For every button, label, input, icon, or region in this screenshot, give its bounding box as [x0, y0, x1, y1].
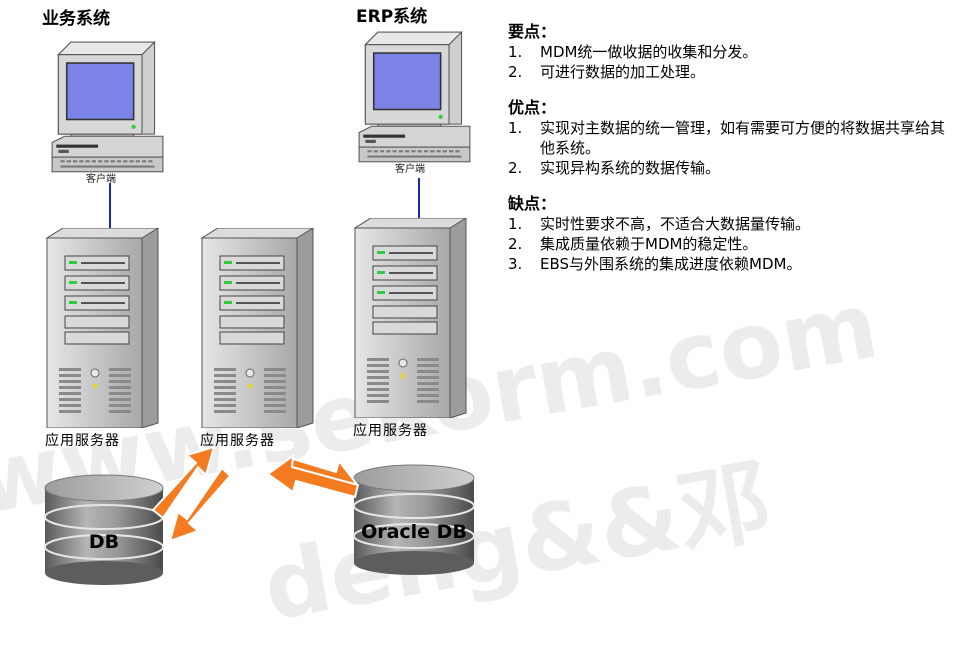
- list-item: 1. MDM统一做收据的收集和分发。: [508, 42, 948, 62]
- erp-client-label: 客户端: [395, 160, 425, 175]
- key-points-section: 要点： 1. MDM统一做收据的收集和分发。 2. 可进行数据的加工处理。: [508, 22, 948, 82]
- list-item: 2. 集成质量依赖于MDM的稳定性。: [508, 234, 948, 254]
- business-db-label: DB: [89, 531, 119, 553]
- disadvantages-section: 缺点： 1. 实时性要求不高，不适合大数据量传输。 2. 集成质量依赖于MDM的…: [508, 194, 948, 274]
- notes-panel: 要点： 1. MDM统一做收据的收集和分发。 2. 可进行数据的加工处理。 优点…: [508, 22, 948, 290]
- list-item: 3. EBS与外围系统的集成进度依赖MDM。: [508, 254, 948, 274]
- list-item: 2. 实现异构系统的数据传输。: [508, 158, 948, 178]
- business-server-2-label: 应用服务器: [200, 430, 275, 450]
- business-server-1-label: 应用服务器: [45, 430, 120, 450]
- disadvantages-title: 缺点：: [508, 194, 948, 214]
- key-points-title: 要点：: [508, 22, 948, 42]
- business-server-1-icon: [47, 228, 158, 428]
- architecture-diagram: DB Oracle DB: [0, 0, 500, 601]
- oracle-db-cylinder-icon: [354, 465, 474, 575]
- erp-server-label: 应用服务器: [353, 420, 428, 440]
- business-server-2-icon: [202, 228, 313, 428]
- erp-server-icon: [355, 218, 466, 418]
- erp-client-monitor-icon: [359, 32, 470, 162]
- business-client-label: 客户端: [86, 170, 116, 185]
- list-item: 2. 可进行数据的加工处理。: [508, 62, 948, 82]
- erp-sync-arrows-icon: [268, 456, 358, 497]
- list-item: 1. 实现对主数据的统一管理，如有需要可方便的将数据共享给其他系统。: [508, 118, 948, 158]
- advantages-section: 优点： 1. 实现对主数据的统一管理，如有需要可方便的将数据共享给其他系统。 2…: [508, 98, 948, 178]
- list-item: 1. 实时性要求不高，不适合大数据量传输。: [508, 214, 948, 234]
- business-client-monitor-icon: [52, 42, 163, 172]
- advantages-title: 优点：: [508, 98, 948, 118]
- oracle-db-label: Oracle DB: [361, 521, 467, 543]
- business-db-cylinder-icon: [45, 475, 163, 585]
- business-sync-arrows-icon: [153, 447, 230, 541]
